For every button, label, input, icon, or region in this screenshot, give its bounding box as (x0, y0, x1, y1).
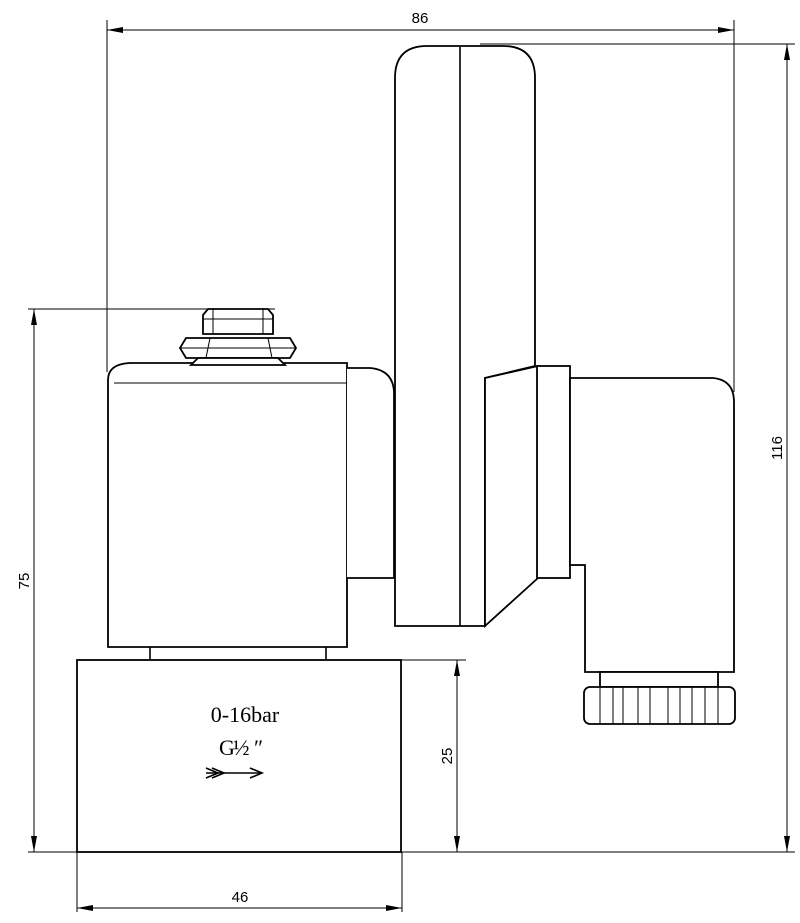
dimension-overall-height: 116 (769, 44, 790, 852)
thread-fraction: ½ (233, 735, 250, 760)
dimension-coil-height-value: 75 (16, 573, 33, 590)
dimension-overall-height-value: 116 (769, 436, 786, 460)
cable-gland-housing (569, 377, 735, 673)
dimension-overall-width: 86 (107, 10, 734, 33)
pressure-rating-label: 0-16bar (211, 702, 280, 727)
dimension-body-width-value: 46 (232, 889, 249, 906)
thread-prefix: G (219, 735, 235, 760)
dimension-overall-width-value: 86 (412, 10, 429, 27)
dimension-body-height-value: 25 (439, 748, 456, 765)
knurled-gland-nut (583, 671, 736, 725)
dimension-coil-height: 75 (16, 309, 37, 852)
coil-neck (149, 647, 327, 660)
flow-direction-arrow-icon (205, 767, 265, 779)
thread-size-label: G ½ ″ (219, 735, 263, 760)
coil-nut (178, 308, 298, 366)
connector-plug (394, 45, 539, 629)
coil-housing (107, 362, 395, 648)
thread-inch-mark: ″ (254, 735, 263, 760)
dimension-body-width: 46 (77, 889, 402, 911)
dimension-body-height: 25 (439, 660, 460, 852)
valve-body: 0-16bar G ½ ″ (76, 659, 402, 853)
